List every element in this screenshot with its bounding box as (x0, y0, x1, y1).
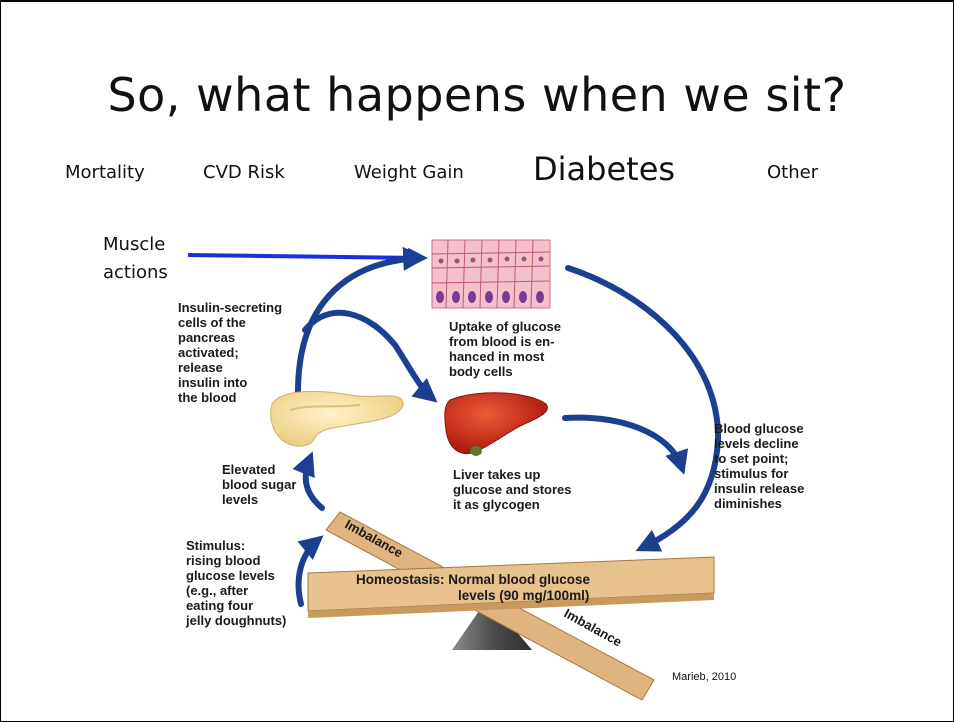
elevated-blood-sugar-label: Elevated blood sugar levels (222, 462, 296, 507)
blood-glucose-decline-label: Blood glucose levels decline to set poin… (714, 421, 804, 511)
image-credit: Marieb, 2010 (672, 671, 736, 683)
muscle-actions-arrow (188, 255, 424, 258)
stimulus-label: Stimulus: rising blood glucose levels (e… (186, 538, 286, 628)
muscle-cells-icon (432, 240, 550, 308)
pancreas-label: Insulin-secreting cells of the pancreas … (178, 300, 282, 405)
homeostasis-label-line2: levels (90 mg/100ml) (458, 588, 589, 603)
uptake-label: Uptake of glucose from blood is en- hanc… (449, 319, 561, 379)
muscle-actions-label: Muscle actions (103, 231, 168, 287)
pancreas-icon (271, 391, 403, 446)
homeostasis-label-line1: Homeostasis: Normal blood glucose (356, 572, 591, 587)
liver-label: Liver takes up glucose and stores it as … (453, 467, 571, 512)
liver-icon (445, 393, 548, 456)
